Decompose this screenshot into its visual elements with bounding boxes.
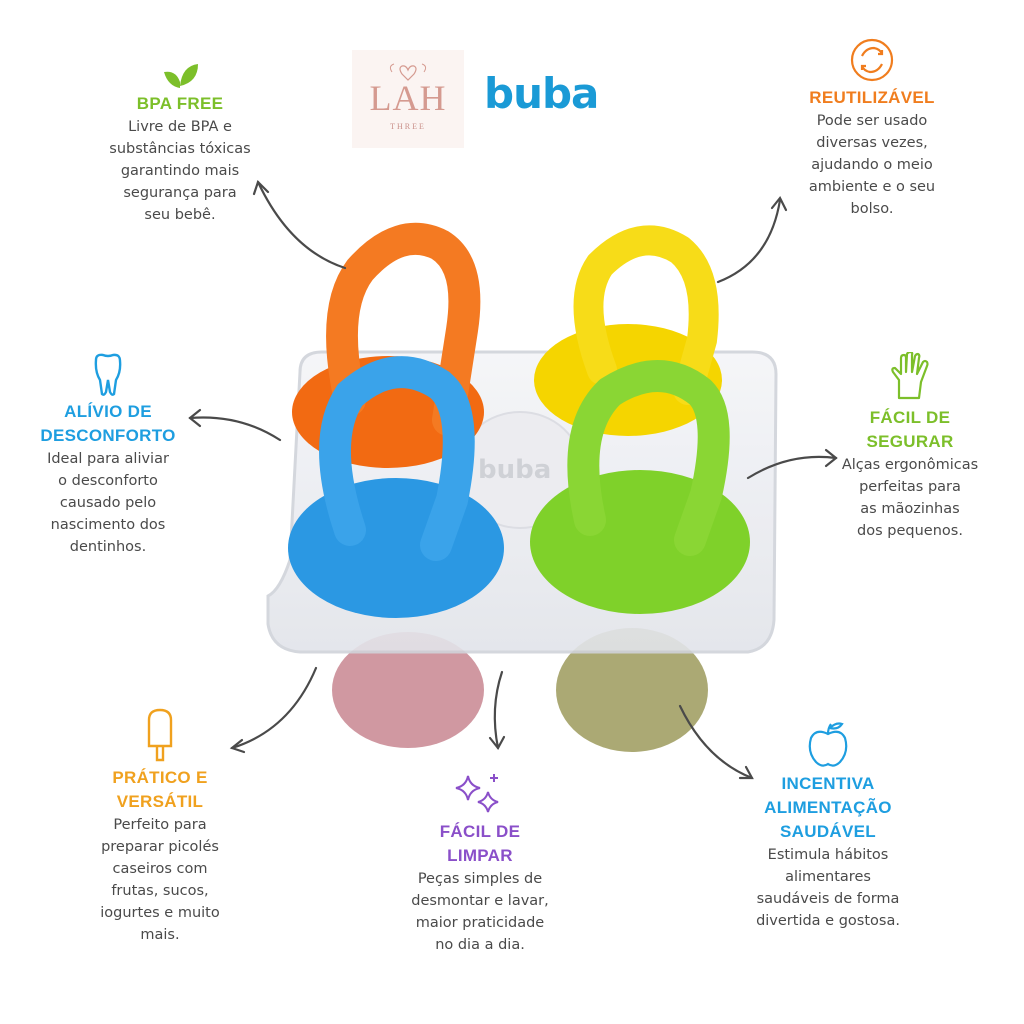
feature-title: INCENTIVA ALIMENTAÇÃO SAUDÁVEL	[764, 774, 892, 841]
feature-title: PRÁTICO E VERSÁTIL	[112, 768, 208, 811]
feature-title: ALÍVIO DE DESCONFORTO	[40, 402, 176, 445]
arrow-segurar	[746, 455, 838, 480]
feature-description: Peças simples de desmontar e lavar, maio…	[411, 871, 549, 953]
sparkle-icon	[455, 774, 499, 813]
feature-incentiva-alimentacao: INCENTIVA ALIMENTAÇÃO SAUDÁVEL Estimula …	[730, 720, 926, 932]
feature-description: Estimula hábitos alimentares saudáveis d…	[756, 847, 900, 929]
feature-pratico-versatil: PRÁTICO E VERSÁTIL Perfeito para prepara…	[70, 708, 250, 946]
apple-icon	[808, 722, 848, 767]
recycle-icon	[850, 38, 894, 82]
feature-description: Livre de BPA e substâncias tóxicas garan…	[109, 119, 251, 223]
lah-three-logo: LAH THREE	[352, 50, 464, 148]
feature-title: FÁCIL DE SEGURAR	[866, 408, 954, 451]
lah-logo-subtitle: THREE	[390, 122, 426, 131]
tray-logo-mark: buba	[478, 455, 551, 485]
arrow-pratico	[230, 666, 318, 750]
feature-title: FÁCIL DE LIMPAR	[439, 822, 521, 865]
feature-description: Ideal para aliviar o desconforto causado…	[47, 451, 169, 555]
arrow-limpar	[493, 670, 504, 750]
lah-logo-word: LAH	[369, 78, 447, 118]
buba-logo: buba	[484, 69, 599, 118]
green-popsicle-lid	[530, 360, 750, 614]
popsicle-icon	[147, 708, 173, 762]
feature-description: Alças ergonômicas perfeitas para as mãoz…	[841, 457, 979, 539]
arrow-incentiva	[678, 704, 754, 780]
feature-reutilizavel: REUTILIZÁVEL Pode ser usado diversas vez…	[772, 36, 972, 220]
berry-popsicle	[332, 632, 484, 748]
fruit-popsicle	[556, 628, 708, 752]
feature-facil-segurar: FÁCIL DE SEGURAR Alças ergonômicas perfe…	[826, 352, 994, 542]
feature-facil-limpar: FÁCIL DE LIMPAR Peças simples de desmont…	[396, 770, 564, 956]
feature-alivio-desconforto: ALÍVIO DE DESCONFORTO Ideal para aliviar…	[18, 352, 198, 558]
leaf-icon	[164, 64, 198, 88]
arrow-alivio	[188, 416, 282, 442]
tooth-icon	[94, 353, 122, 396]
feature-title: BPA FREE	[136, 94, 224, 113]
feature-description: Perfeito para preparar picolés caseiros …	[100, 817, 220, 943]
hand-icon	[891, 352, 929, 400]
feature-description: Pode ser usado diversas vezes, ajudando …	[808, 113, 936, 217]
blue-popsicle-lid	[288, 356, 504, 618]
heart-crown-icon	[389, 63, 427, 81]
feature-bpa-free: BPA FREE Livre de BPA e substâncias tóxi…	[80, 60, 280, 226]
arrow-reutilizavel	[716, 198, 782, 284]
arrow-bpa	[256, 180, 347, 270]
feature-title: REUTILIZÁVEL	[809, 88, 935, 107]
